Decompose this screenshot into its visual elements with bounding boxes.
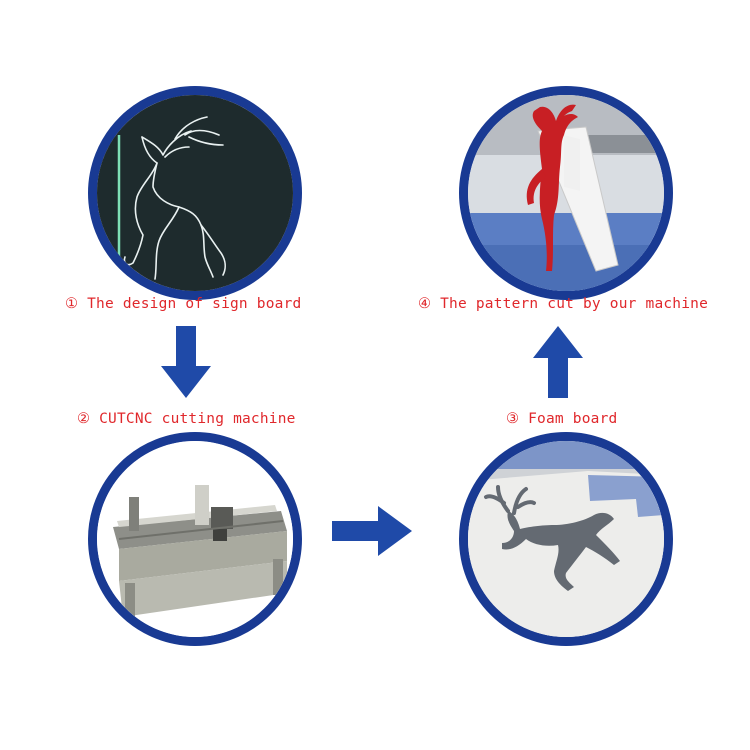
step-2-label: ② CUTCNC cutting machine — [77, 411, 296, 427]
step-3-label: ③ Foam board — [506, 411, 618, 427]
arrow-down-icon — [161, 326, 211, 398]
cnc-cutting-machine-photo — [97, 441, 293, 637]
deer-outline-design — [97, 95, 293, 291]
step-4-label: ④ The pattern cut by our machine — [418, 296, 709, 312]
arrow-right-icon — [332, 506, 412, 556]
red-deer-cutout-photo — [468, 95, 664, 291]
step-1-label: ① The design of sign board — [65, 296, 302, 312]
foam-board-deer-cut-photo — [468, 441, 664, 637]
step-4-cut-pattern-image — [459, 86, 673, 300]
step-1-design-image — [88, 86, 302, 300]
step-3-foam-board-image — [459, 432, 673, 646]
arrow-up-icon — [533, 326, 583, 398]
step-2-cutting-machine-image — [88, 432, 302, 646]
